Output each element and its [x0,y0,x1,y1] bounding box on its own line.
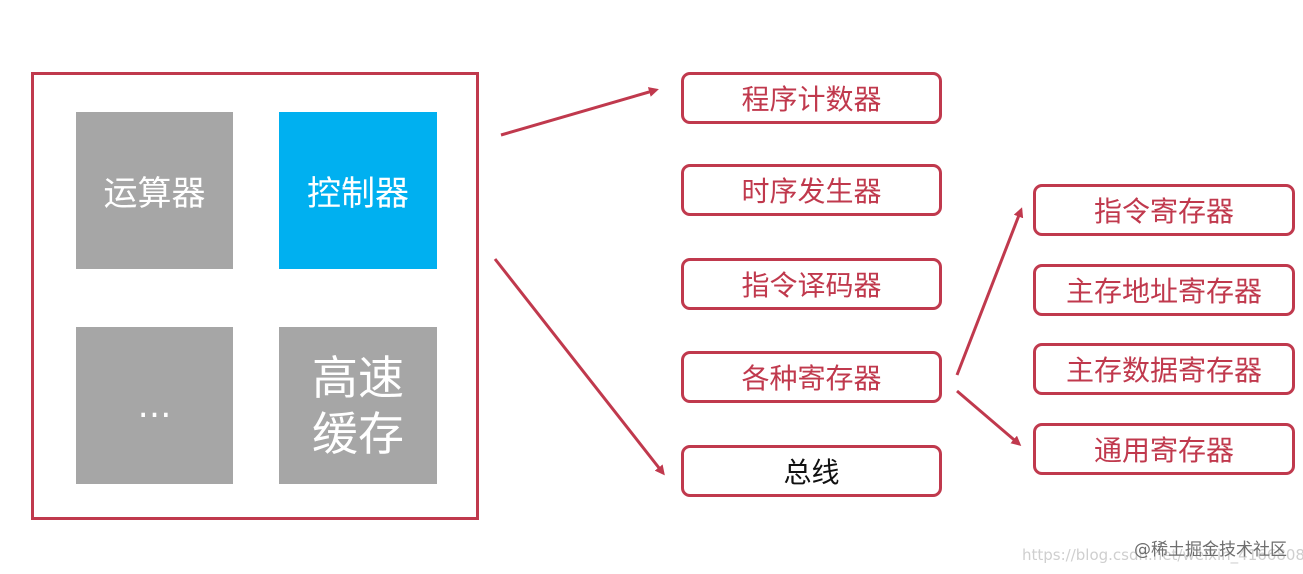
general-register-label: 通用寄存器 [1093,434,1234,467]
memory-address-register-label: 主存地址寄存器 [1065,275,1262,308]
instruction-decoder-box: 指令译码器 [681,258,942,310]
alu-tile: 运算器 [76,112,233,269]
control-unit-label: 控制器 [307,174,409,214]
program-counter-label: 程序计数器 [741,83,882,116]
timing-generator-box: 时序发生器 [681,164,942,216]
cache-tile: 高速缓存 [279,327,437,484]
cpu-frame [31,72,479,520]
instruction-decoder-label: 指令译码器 [741,269,882,302]
cache-label: 高速缓存 [312,350,404,461]
memory-address-register-box: 主存地址寄存器 [1033,264,1295,316]
arrow-to-instruction-register [955,207,1024,376]
registers-label: 各种寄存器 [741,362,882,395]
watermark: @稀土掘金技术社区 [1134,540,1287,560]
memory-data-register-box: 主存数据寄存器 [1033,343,1295,395]
bus-box: 总线 [681,445,942,497]
control-unit-tile: 控制器 [279,112,437,269]
arrow-to-general-register [956,389,1022,446]
memory-data-register-label: 主存数据寄存器 [1065,354,1262,387]
timing-generator-label: 时序发生器 [741,175,882,208]
ellipsis-tile: … [76,327,233,484]
instruction-register-box: 指令寄存器 [1033,184,1295,236]
program-counter-box: 程序计数器 [681,72,942,124]
ellipsis-label: … [137,385,172,426]
bus-label: 总线 [783,456,840,489]
source-url: https://blog.csdn.net/weixin_41668084 [1022,546,1303,564]
arrow-to-program-counter [500,87,659,137]
registers-box: 各种寄存器 [681,351,942,403]
arrow-to-bus [493,258,665,476]
alu-label: 运算器 [103,174,206,214]
general-register-box: 通用寄存器 [1033,423,1295,475]
instruction-register-label: 指令寄存器 [1093,195,1234,228]
